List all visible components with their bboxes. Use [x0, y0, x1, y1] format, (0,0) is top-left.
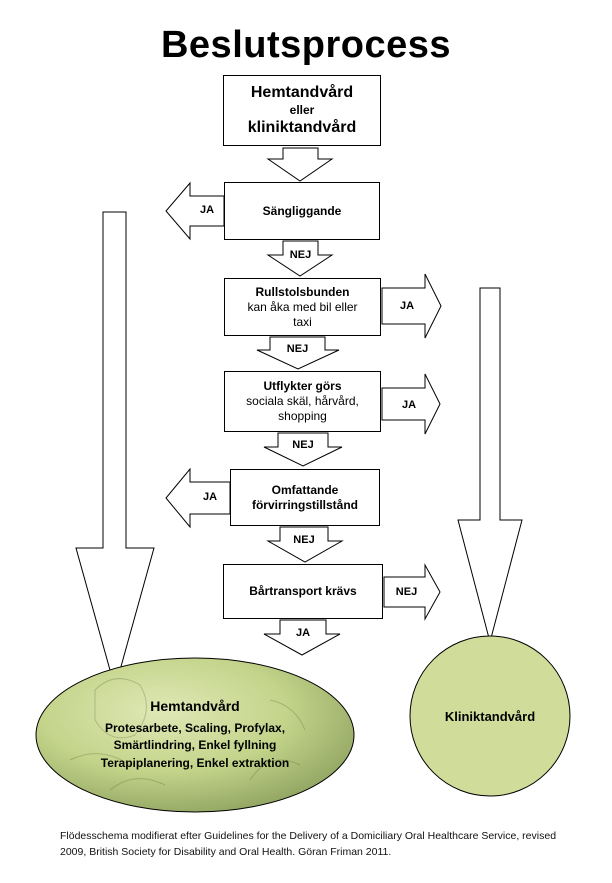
label-ja-1: JA — [199, 204, 215, 216]
decision-bartransport: Bårtransport krävs — [223, 564, 383, 619]
step-4-title: Omfattande förvirringstillstånd — [251, 482, 358, 512]
clinic-circle-shape — [409, 635, 571, 797]
page-title: Beslutsprocess — [160, 24, 451, 66]
home-photo-texture — [69, 678, 306, 791]
decision-forvirring: Omfattande förvirringstillstånd — [230, 469, 380, 526]
label-ja-5: JA — [295, 627, 311, 639]
home-items: Protesarbete, Scaling, Profylax, Smärtli… — [100, 720, 290, 770]
label-ja-3: JA — [401, 399, 417, 411]
step-1-title: Sängliggande — [262, 203, 342, 218]
decision-rullstolsbunden: Rullstolsbunden kan åka med bil eller ta… — [224, 278, 381, 336]
start-box: Hemtandvård eller kliniktandvård — [223, 75, 381, 146]
home-title: Hemtandvård — [150, 697, 240, 714]
step-5-title: Bårtransport krävs — [249, 584, 357, 598]
down-arrow-ja-5 — [263, 619, 341, 656]
clinic-long-arrow — [457, 287, 523, 644]
step-3-title: Utflykter görs — [263, 379, 342, 393]
step-2-detail: kan åka med bil eller taxi — [247, 299, 358, 329]
outcome-kliniktandvard: Kliniktandvård — [410, 636, 570, 796]
decision-utflykter: Utflykter görs sociala skäl, hårvård, sh… — [224, 371, 381, 432]
down-arrow-nej-1 — [266, 240, 334, 277]
label-nej-1: NEJ — [289, 249, 312, 261]
start-line-2: eller — [289, 103, 315, 117]
label-ja-4: JA — [202, 491, 218, 503]
clinic-title: Kliniktandvård — [444, 708, 536, 724]
start-line-3: kliniktandvård — [247, 119, 357, 136]
start-line-1: Hemtandvård — [250, 84, 354, 101]
down-arrow-nej-4 — [266, 526, 344, 563]
label-nej-2: NEJ — [286, 343, 309, 355]
step-2-title: Rullstolsbunden — [255, 284, 350, 299]
label-ja-2: JA — [399, 300, 415, 312]
step-3-detail: sociala skäl, hårvård, shopping — [246, 394, 359, 423]
footer-citation: Flödesschema modifierat efter Guidelines… — [60, 830, 557, 858]
outcome-hemtandvard: Hemtandvård Protesarbete, Scaling, Profy… — [36, 658, 354, 812]
home-care-oval-shape — [35, 657, 355, 813]
label-nej-5: NEJ — [395, 586, 418, 598]
right-arrow-ja-3 — [381, 373, 441, 435]
home-care-long-arrow — [75, 211, 155, 690]
label-nej-4: NEJ — [293, 534, 315, 546]
decision-sangliggande: Sängliggande — [224, 182, 380, 240]
down-arrow-nej-2 — [256, 336, 340, 370]
right-arrow-ja-2 — [381, 273, 442, 339]
right-arrow-nej-5 — [383, 563, 441, 621]
label-nej-3: NEJ — [292, 439, 314, 451]
left-arrow-ja-4 — [165, 467, 231, 529]
left-arrow-ja-1 — [165, 181, 225, 241]
down-arrow-nej-3 — [263, 432, 343, 467]
down-arrow-start — [266, 147, 334, 182]
